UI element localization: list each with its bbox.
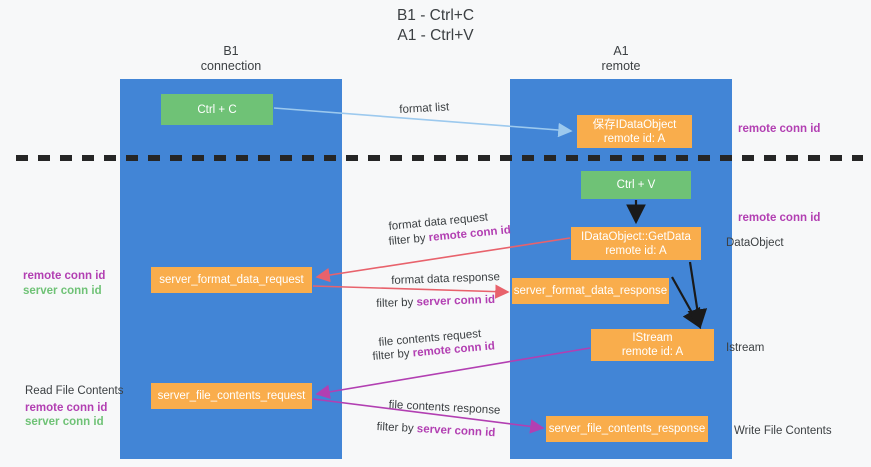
node-idataobject-getdata[interactable]: IDataObject::GetData remote id: A [571, 227, 701, 260]
page-title: B1 - Ctrl+C A1 - Ctrl+V [396, 7, 475, 44]
edge-label-format-data-response-filter: filter by server conn id [376, 293, 495, 312]
node-save-idataobject[interactable]: 保存IDataObject remote id: A [577, 115, 692, 148]
edge-label-format-list: format list [399, 101, 450, 116]
node-save-idataobject-line2: remote id: A [603, 132, 666, 145]
node-server-format-data-response[interactable]: server_format_data_response [512, 278, 669, 304]
node-ctrl-c-label: Ctrl + C [197, 103, 237, 116]
node-server-file-contents-request-label: server_file_contents_request [157, 390, 306, 402]
node-server-file-contents-response-label: server_file_contents_response [548, 423, 706, 435]
annotation-write-file-contents: Write File Contents [734, 425, 832, 437]
annotation-dataobject: DataObject [726, 237, 784, 249]
annotation-read-file-contents: Read File Contents [25, 385, 124, 397]
node-ctrl-v[interactable]: Ctrl + V [581, 171, 691, 199]
node-server-file-contents-request[interactable]: server_file_contents_request [151, 383, 312, 409]
annotation-istream: Istream [726, 342, 765, 354]
node-server-format-data-request[interactable]: server_format_data_request [151, 267, 312, 293]
column-header-b1: B1 connection [200, 44, 262, 73]
annotation-remote-conn-id-mid-left: remote conn id [23, 270, 106, 282]
filter-key-server-conn-id: server conn id [416, 423, 496, 440]
filter-prefix: filter by [376, 420, 418, 436]
node-server-file-contents-response[interactable]: server_file_contents_response [546, 416, 708, 442]
annotation-server-conn-id-mid-left: server conn id [23, 285, 102, 297]
edge-label-file-contents-response-filter: filter by server conn id [376, 420, 496, 441]
phase-divider [16, 155, 863, 161]
node-save-idataobject-line1: 保存IDataObject [592, 118, 677, 131]
node-ctrl-c[interactable]: Ctrl + C [161, 94, 273, 125]
node-istream-line1: IStream [632, 332, 673, 344]
annotation-remote-conn-id-top: remote conn id [738, 123, 821, 135]
filter-key-server-conn-id: server conn id [416, 293, 496, 309]
node-istream[interactable]: IStream remote id: A [591, 329, 714, 361]
edge-label-file-contents-response: file contents response [388, 398, 501, 417]
annotation-remote-conn-id-mid: remote conn id [738, 212, 821, 224]
node-server-format-data-response-label: server_format_data_response [513, 285, 668, 297]
annotation-remote-conn-id-bottom-left: remote conn id [25, 402, 108, 414]
node-getdata-line1: IDataObject::GetData [581, 230, 691, 243]
node-istream-line2: remote id: A [621, 346, 684, 358]
filter-prefix: filter by [388, 232, 430, 248]
edge-label-format-data-response: format data response [391, 271, 501, 287]
filter-prefix: filter by [372, 347, 414, 363]
annotation-server-conn-id-bottom-left: server conn id [25, 416, 104, 428]
filter-prefix: filter by [376, 296, 417, 310]
node-ctrl-v-label: Ctrl + V [616, 179, 656, 191]
column-header-a1: A1 remote [601, 44, 641, 73]
node-server-format-data-request-label: server_format_data_request [159, 274, 304, 286]
node-getdata-line2: remote id: A [605, 244, 667, 257]
